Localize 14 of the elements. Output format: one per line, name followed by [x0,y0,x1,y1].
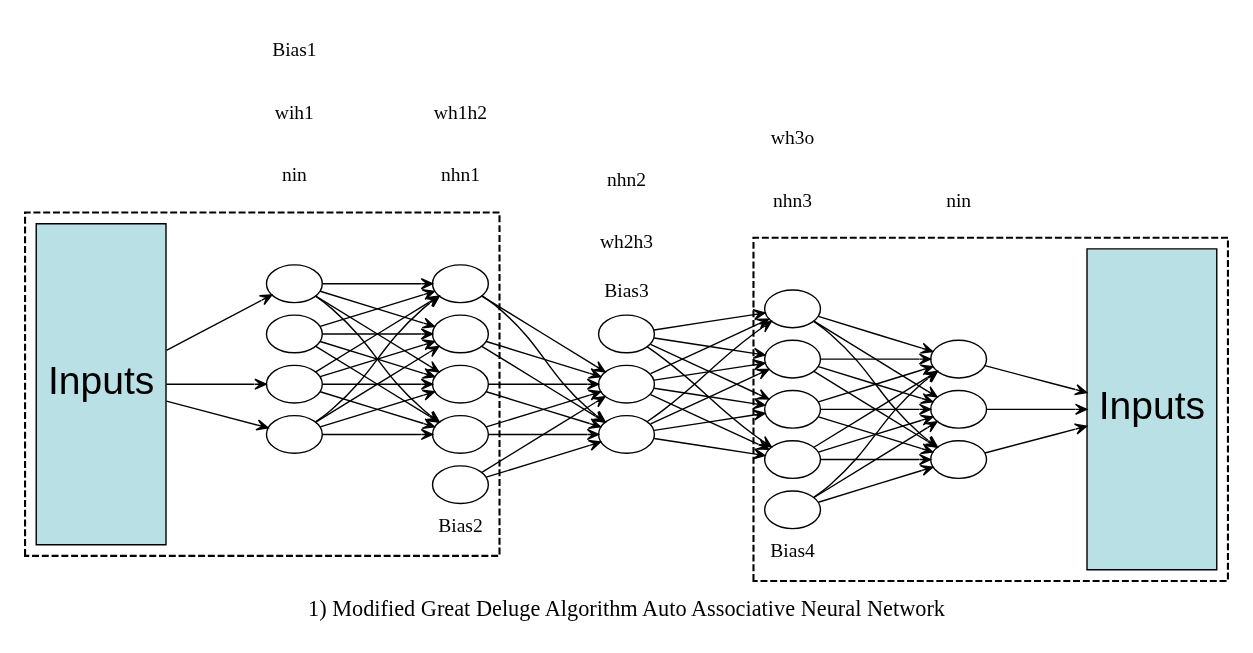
label: wih1 [274,101,314,123]
label: Bias1 [272,38,317,60]
caption: 1) Modified Great Deluge Algorithm Auto Associative Neural Network [307,595,946,621]
node-label: Bias3 [604,279,649,301]
label: wh1h2 [433,101,487,123]
node-label: Bias2 [438,514,483,536]
label: nhn2 [606,168,647,190]
node-label: Bias4 [770,539,815,561]
label: nin [281,163,307,185]
label: nin [946,189,972,211]
label: nhn1 [440,163,480,185]
label: wh2h3 [599,230,654,252]
label: wh3o [770,126,815,148]
label: nhn3 [773,189,813,211]
